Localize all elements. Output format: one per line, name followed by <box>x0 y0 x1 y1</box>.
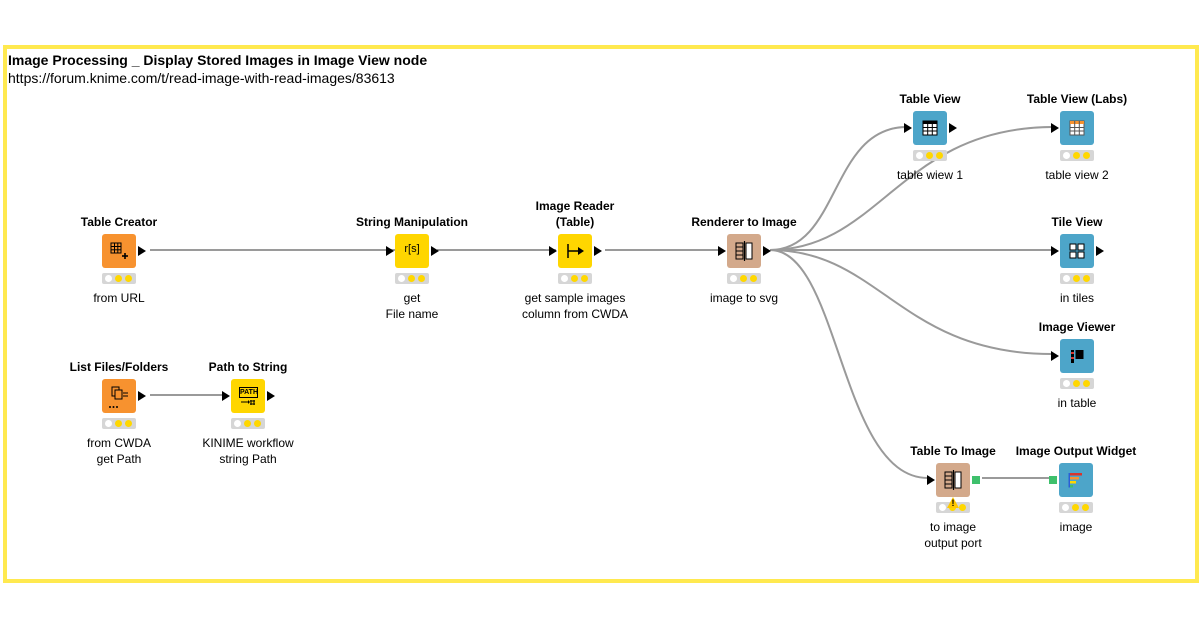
warning-icon <box>947 497 959 508</box>
input-port[interactable] <box>549 246 557 256</box>
status-light <box>1060 273 1094 284</box>
node-title: Table Creator <box>80 215 158 229</box>
wire-renderer-tableviewlabs[interactable] <box>769 126 1053 251</box>
node-title: Path to String <box>208 360 288 374</box>
status-light <box>395 273 429 284</box>
list-files-icon[interactable] <box>102 379 136 413</box>
table-create-icon[interactable] <box>102 234 136 268</box>
tile-view-icon[interactable] <box>1060 234 1094 268</box>
node-title: Table To Image <box>910 444 996 458</box>
node-title: Renderer to Image <box>691 215 797 229</box>
workflow-annotation-frame <box>3 45 1199 583</box>
node-label[interactable]: KINIME workflow string Path <box>202 436 294 466</box>
image-reader-icon[interactable] <box>558 234 592 268</box>
node-label[interactable]: from CWDA get Path <box>87 436 151 466</box>
node-label[interactable]: image <box>1059 520 1093 534</box>
wire-renderer-imageviewer[interactable] <box>769 249 1053 355</box>
string-manipulation-icon[interactable]: r[s] <box>395 234 429 268</box>
input-port[interactable] <box>386 246 394 256</box>
annotation-title: Image Processing _ Display Stored Images… <box>8 52 428 68</box>
node-title: Table View <box>899 92 961 106</box>
table-to-image-icon[interactable] <box>936 463 970 497</box>
node-label[interactable]: in tiles <box>1059 291 1094 305</box>
node-label[interactable]: get sample images column from CWDA <box>521 291 628 321</box>
status-light <box>913 150 947 161</box>
node-title: Table View (Labs) <box>1026 92 1128 106</box>
input-port[interactable] <box>1051 351 1059 361</box>
annotation-url: https://forum.knime.com/t/read-image-wit… <box>8 70 395 86</box>
input-port[interactable] <box>1051 123 1059 133</box>
output-port[interactable] <box>1096 246 1104 256</box>
input-port[interactable] <box>904 123 912 133</box>
status-light <box>102 273 136 284</box>
node-title: List Files/Folders <box>69 360 169 374</box>
node-title: Tile View <box>1051 215 1103 229</box>
path-to-string-icon[interactable]: PATH <box>231 379 265 413</box>
warning-mark-icon: ! <box>951 498 955 508</box>
node-label[interactable]: from URL <box>93 291 145 305</box>
status-light <box>1060 150 1094 161</box>
output-port[interactable] <box>431 246 439 256</box>
status-light <box>558 273 592 284</box>
status-light <box>1060 378 1094 389</box>
image-viewer-icon[interactable] <box>1060 339 1094 373</box>
output-port[interactable] <box>949 123 957 133</box>
input-port[interactable] <box>718 246 726 256</box>
output-port[interactable] <box>763 246 771 256</box>
input-port[interactable] <box>1051 246 1059 256</box>
status-light <box>102 418 136 429</box>
status-light <box>727 273 761 284</box>
output-port[interactable] <box>138 391 146 401</box>
node-title: Image Reader (Table) <box>535 199 615 229</box>
output-port[interactable] <box>138 246 146 256</box>
image-input-port[interactable] <box>1049 476 1057 484</box>
status-light <box>1059 502 1093 513</box>
node-title: Image Viewer <box>1038 320 1116 334</box>
image-output-widget-icon[interactable] <box>1059 463 1093 497</box>
input-port[interactable] <box>927 475 935 485</box>
node-label[interactable]: in table <box>1057 396 1097 410</box>
node-label[interactable]: to image output port <box>924 520 982 550</box>
node-label[interactable]: table view 2 <box>1045 168 1109 182</box>
table-view-labs-icon[interactable] <box>1060 111 1094 145</box>
node-title: String Manipulation <box>356 215 468 229</box>
image-output-port[interactable] <box>972 476 980 484</box>
table-view-icon[interactable] <box>913 111 947 145</box>
node-label[interactable]: get File name <box>385 291 439 321</box>
output-port[interactable] <box>267 391 275 401</box>
renderer-icon[interactable] <box>727 234 761 268</box>
status-light <box>231 418 265 429</box>
wire-renderer-tableview[interactable] <box>769 126 907 251</box>
wire-renderer-tabletoimage[interactable] <box>769 249 929 479</box>
node-label[interactable]: image to svg <box>709 291 779 305</box>
node-label[interactable]: table wiew 1 <box>896 168 964 182</box>
node-title: Image Output Widget <box>1015 444 1137 458</box>
output-port[interactable] <box>594 246 602 256</box>
input-port[interactable] <box>222 391 230 401</box>
